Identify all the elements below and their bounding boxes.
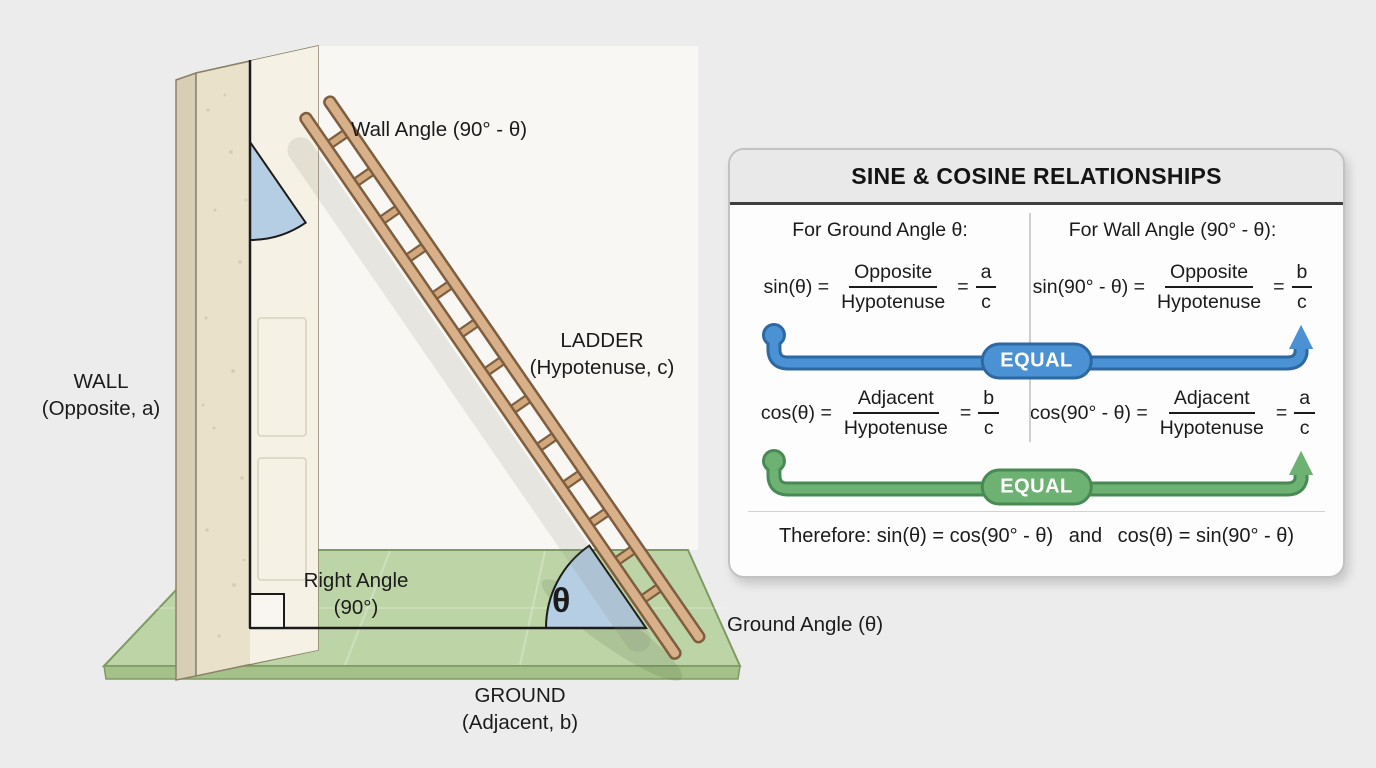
- fraction-numerator: b: [978, 386, 1000, 414]
- fraction-small: a c: [1294, 386, 1316, 440]
- formula-lhs: cos(θ) =: [760, 401, 832, 424]
- left-column-heading: For Ground Angle θ:: [792, 218, 968, 241]
- wall-label-line1: WALL: [73, 370, 129, 393]
- wall-speckles: [201, 93, 248, 638]
- fraction: Opposite Hypotenuse: [1152, 260, 1266, 314]
- wall-label-line2: (Opposite, a): [41, 397, 161, 420]
- formula-cos-theta: cos(θ) = Adjacent Hypotenuse = b c: [744, 377, 1016, 449]
- column-divider: [1029, 213, 1031, 442]
- wall-label: WALL (Opposite, a): [18, 368, 184, 422]
- ground-label-line1: GROUND: [474, 684, 566, 707]
- ladder-rail-lower: [299, 111, 682, 660]
- right-angle-label: Right Angle (90°): [281, 567, 431, 621]
- fraction-denominator: c: [981, 291, 991, 313]
- right-angle-label-line1: Right Angle: [303, 569, 409, 592]
- fraction-numerator: Opposite: [849, 260, 938, 288]
- fraction-numerator: a: [975, 260, 997, 288]
- fraction-numerator: Adjacent: [1168, 386, 1255, 414]
- cosine-equal-arrow: EQUAL: [744, 449, 1329, 506]
- equals-sign: =: [1273, 275, 1285, 298]
- fraction-denominator: c: [1299, 417, 1310, 439]
- theta-symbol: θ: [552, 582, 571, 620]
- fraction-small: a c: [975, 260, 997, 314]
- formula-sin-complement: sin(90° - θ) = Opposite Hypotenuse = b c: [1016, 251, 1329, 323]
- fraction-small: b c: [1291, 260, 1313, 314]
- ladder-label-line2: (Hypotenuse, c): [529, 356, 675, 379]
- fraction-denominator: Hypotenuse: [1159, 417, 1264, 439]
- fraction: Opposite Hypotenuse: [836, 260, 950, 314]
- equals-sign: =: [959, 401, 972, 424]
- fraction-numerator: Adjacent: [852, 386, 939, 414]
- equal-badge-blue: EQUAL: [980, 342, 1093, 380]
- fraction-denominator: c: [983, 417, 994, 439]
- formula-sin-theta: sin(θ) = Opposite Hypotenuse = a c: [744, 251, 1016, 323]
- formula-cos-complement: cos(90° - θ) = Adjacent Hypotenuse = a c: [1016, 377, 1329, 449]
- right-angle-label-line2: (90°): [333, 596, 379, 619]
- ladder-rail-upper: [323, 95, 706, 644]
- ground-label: GROUND (Adjacent, b): [424, 682, 616, 736]
- panel-title: SINE & COSINE RELATIONSHIPS: [851, 162, 1222, 189]
- ladder-wall-shadow: [287, 137, 651, 653]
- fraction: Adjacent Hypotenuse: [839, 386, 953, 440]
- relationships-panel: SINE & COSINE RELATIONSHIPS For Ground A…: [728, 148, 1345, 578]
- fraction-small: b c: [978, 386, 1000, 440]
- equals-sign: =: [1275, 401, 1288, 424]
- formula-lhs: sin(θ) =: [763, 275, 830, 298]
- ground-angle-arc: [544, 544, 648, 629]
- fraction-denominator: Hypotenuse: [841, 291, 946, 313]
- right-angle-marker: [249, 593, 285, 629]
- equal-badge-green: EQUAL: [980, 468, 1093, 506]
- fraction-numerator: b: [1291, 260, 1313, 288]
- panel-body: For Ground Angle θ: For Wall Angle (90° …: [730, 205, 1343, 560]
- fraction-denominator: Hypotenuse: [843, 417, 948, 439]
- wall-angle-label: Wall Angle (90° - θ): [351, 118, 528, 141]
- fraction-denominator: c: [1297, 291, 1307, 313]
- triangle-legs: [248, 60, 646, 630]
- formula-lhs: cos(90° - θ) =: [1029, 401, 1148, 424]
- ladder-label: LADDER (Hypotenuse, c): [502, 327, 702, 381]
- fraction: Adjacent Hypotenuse: [1155, 386, 1269, 440]
- fraction-denominator: Hypotenuse: [1157, 291, 1262, 313]
- interior-backwall: [316, 46, 698, 550]
- equals-sign: =: [957, 275, 969, 298]
- right-column-heading: For Wall Angle (90° - θ):: [1068, 218, 1277, 241]
- fraction-numerator: Opposite: [1165, 260, 1254, 288]
- ladder-label-line1: LADDER: [560, 329, 644, 352]
- ground-label-line2: (Adjacent, b): [461, 711, 579, 734]
- therefore-statement: Therefore: sin(θ) = cos(90° - θ) and cos…: [778, 524, 1295, 547]
- panel-divider-line: [748, 511, 1325, 512]
- formula-lhs: sin(90° - θ) =: [1032, 275, 1146, 298]
- sine-equal-arrow: EQUAL: [744, 323, 1329, 380]
- panel-header: SINE & COSINE RELATIONSHIPS: [730, 150, 1343, 205]
- ladder: [287, 95, 706, 660]
- ground-angle-label: Ground Angle (θ): [727, 613, 884, 636]
- fraction-numerator: a: [1294, 386, 1316, 414]
